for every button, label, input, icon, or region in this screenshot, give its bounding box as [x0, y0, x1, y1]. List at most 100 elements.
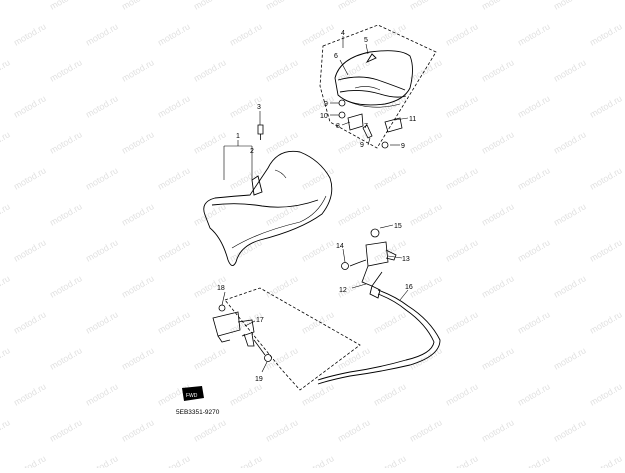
callout-8: 8: [336, 123, 340, 130]
callout-16: 16: [405, 284, 413, 291]
watermark: motod.ru: [516, 453, 552, 468]
watermark: motod.ru: [516, 381, 552, 407]
watermark: motod.ru: [480, 0, 516, 12]
watermark: motod.ru: [48, 417, 84, 443]
watermark: motod.ru: [192, 417, 228, 443]
watermark: motod.ru: [120, 201, 156, 227]
watermark: motod.ru: [336, 57, 372, 83]
watermark: motod.ru: [228, 21, 264, 47]
watermark: motod.ru: [588, 237, 624, 263]
watermark: motod.ru: [48, 201, 84, 227]
watermark: motod.ru: [48, 345, 84, 371]
watermark: motod.ru: [228, 237, 264, 263]
watermark: motod.ru: [588, 381, 624, 407]
watermark: motod.ru: [552, 0, 588, 12]
watermark: motod.ru: [192, 57, 228, 83]
front-direction-marker: FWD: [182, 386, 204, 401]
watermark: motod.ru: [48, 0, 84, 12]
watermark: motod.ru: [444, 21, 480, 47]
watermark: motod.ru: [372, 21, 408, 47]
callout-5: 5: [364, 37, 368, 44]
callout-2: 2: [250, 148, 254, 155]
watermark: motod.ru: [480, 417, 516, 443]
watermark: motod.ru: [408, 129, 444, 155]
watermark: motod.ru: [156, 165, 192, 191]
bolt: [257, 124, 264, 140]
watermark: motod.ru: [480, 129, 516, 155]
watermark: motod.ru: [408, 273, 444, 299]
seat-lock-cable: [317, 285, 441, 385]
watermark: motod.ru: [372, 165, 408, 191]
watermark: motod.ru: [84, 453, 120, 468]
watermark: motod.ru: [516, 165, 552, 191]
lock-cable-group-box: [224, 287, 361, 391]
callout-14: 14: [336, 243, 344, 250]
watermark: motod.ru: [12, 93, 48, 119]
callout-3: 3: [257, 104, 261, 111]
watermark: motod.ru: [516, 93, 552, 119]
rider-seat: [203, 150, 333, 266]
watermark: motod.ru: [264, 201, 300, 227]
watermark: motod.ru: [0, 417, 12, 443]
watermark: motod.ru: [372, 309, 408, 335]
watermark: motod.ru: [372, 453, 408, 468]
watermark: motod.ru: [444, 309, 480, 335]
watermark: motod.ru: [156, 237, 192, 263]
watermark: motod.ru: [156, 309, 192, 335]
watermark: motod.ru: [372, 381, 408, 407]
watermark: motod.ru: [12, 381, 48, 407]
watermark: motod.ru: [552, 201, 588, 227]
callout-18: 18: [217, 285, 225, 292]
watermark: motod.ru: [12, 237, 48, 263]
watermark: motod.ru: [228, 381, 264, 407]
watermark: motod.ru: [480, 273, 516, 299]
watermark: motod.ru: [120, 417, 156, 443]
watermark: motod.ru: [48, 57, 84, 83]
watermark: motod.ru: [408, 57, 444, 83]
callout-19: 19: [255, 376, 263, 383]
callout-15: 15: [394, 223, 402, 230]
watermark: motod.ru: [120, 273, 156, 299]
watermark: motod.ru: [408, 201, 444, 227]
watermark: motod.ru: [48, 129, 84, 155]
watermark: motod.ru: [84, 237, 120, 263]
watermark: motod.ru: [480, 201, 516, 227]
watermark: motod.ru: [264, 345, 300, 371]
callout-4: 4: [341, 30, 345, 37]
watermark: motod.ru: [120, 0, 156, 12]
watermark: motod.ru: [336, 417, 372, 443]
callout-1: 1: [236, 133, 240, 140]
watermark: motod.ru: [84, 309, 120, 335]
watermark: motod.ru: [264, 0, 300, 12]
watermark: motod.ru: [480, 345, 516, 371]
watermark: motod.ru: [444, 93, 480, 119]
callout-6: 6: [334, 53, 338, 60]
watermark: motod.ru: [12, 309, 48, 335]
watermark: motod.ru: [588, 165, 624, 191]
watermark: motod.ru: [552, 57, 588, 83]
watermark: motod.ru: [516, 309, 552, 335]
watermark: motod.ru: [552, 345, 588, 371]
watermark: motod.ru: [516, 21, 552, 47]
watermark: motod.ru: [264, 57, 300, 83]
callout-9-a: 9: [324, 101, 328, 108]
watermark: motod.ru: [588, 309, 624, 335]
watermark: motod.ru: [588, 453, 624, 468]
leader-lines: [221, 36, 409, 373]
callout-10: 10: [320, 113, 328, 120]
callout-9-b: 9: [360, 142, 364, 149]
pillion-hardware: [338, 99, 403, 149]
pillion-seat: [334, 50, 413, 108]
watermark: motod.ru: [552, 129, 588, 155]
watermark: motod.ru: [84, 21, 120, 47]
watermark: motod.ru: [264, 417, 300, 443]
watermark: motod.ru: [300, 93, 336, 119]
watermark: motod.ru: [12, 453, 48, 468]
watermark: motod.ru: [336, 201, 372, 227]
watermark: motod.ru: [300, 309, 336, 335]
watermark: motod.ru: [192, 0, 228, 12]
callouts: 1 2 3 4 5 6 7 8 9 10 11 9 9 12 13 14 15 …: [217, 30, 416, 383]
watermark: motod.ru: [0, 0, 12, 12]
